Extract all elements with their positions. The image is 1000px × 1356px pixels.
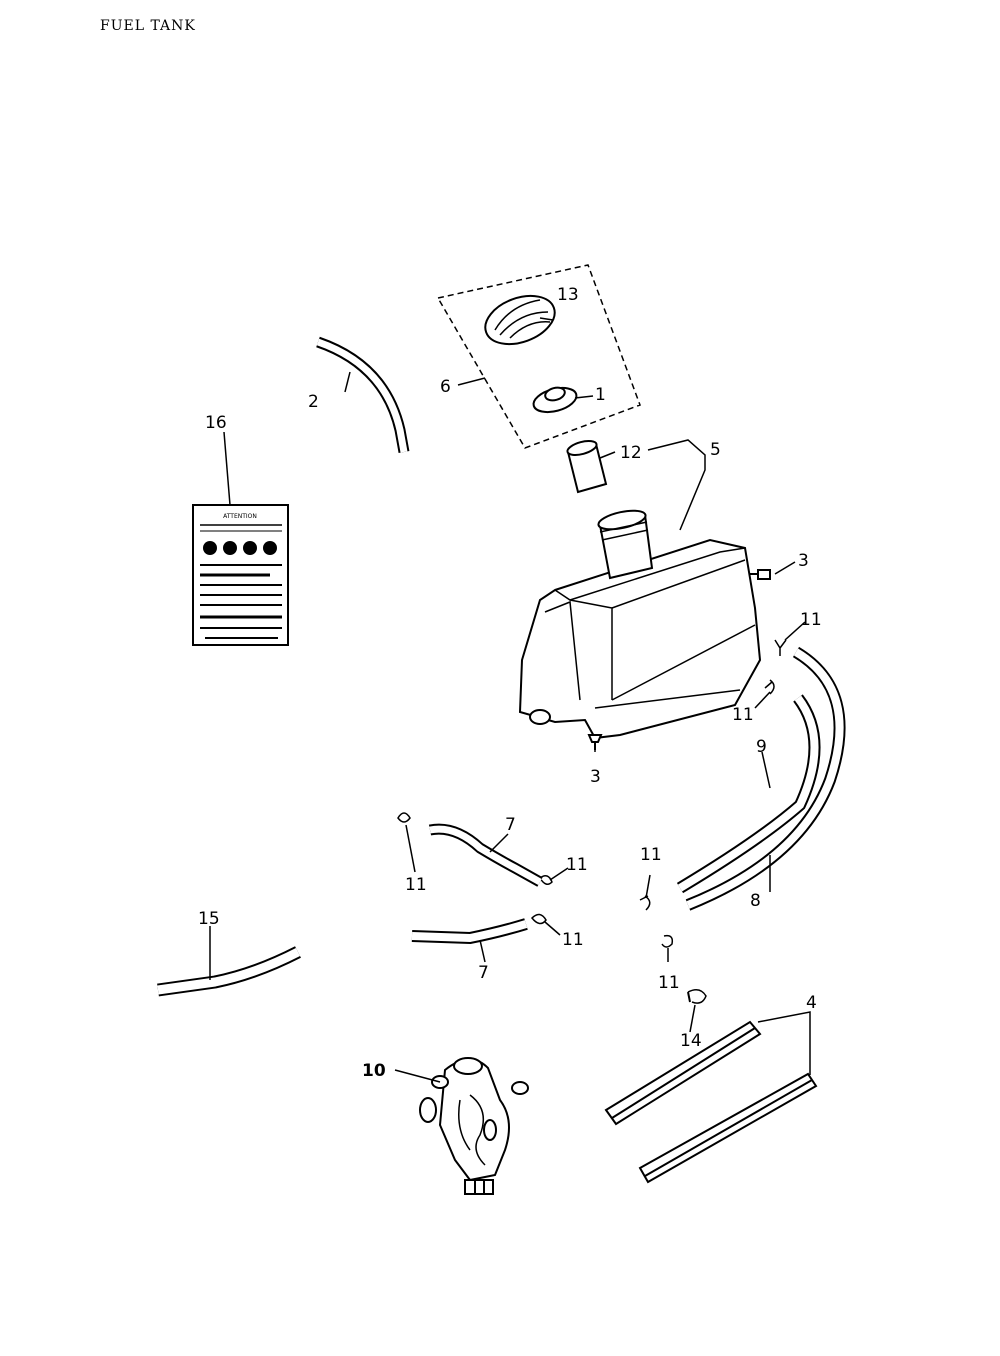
label-14: 14 — [680, 1031, 702, 1051]
label-11-g: 11 — [658, 973, 680, 993]
label-16: 16 — [205, 413, 227, 433]
label-3-upper: 3 — [798, 551, 809, 571]
part-16-warning-decal: ATTENTION — [192, 504, 289, 646]
part-11-clamp-f — [639, 895, 651, 911]
part-7-hose-upper — [428, 823, 543, 887]
label-12: 12 — [620, 443, 642, 463]
leader-lines — [209, 317, 811, 1083]
label-11-b: 11 — [732, 705, 754, 725]
label-11-e: 11 — [562, 930, 584, 950]
label-13: 13 — [557, 285, 579, 305]
part-11-clamp-e — [530, 913, 547, 925]
part-10-fuel-valve — [419, 1057, 529, 1195]
label-11-f: 11 — [640, 845, 662, 865]
label-8: 8 — [750, 891, 761, 911]
label-3-lower: 3 — [590, 767, 601, 787]
label-7-lower: 7 — [478, 963, 489, 983]
part-3-screw-upper — [750, 569, 771, 580]
part-4-pad-lower — [638, 1072, 818, 1184]
label-10: 10 — [362, 1061, 386, 1081]
label-1: 1 — [595, 385, 606, 405]
part-11-clamp-c — [397, 812, 411, 823]
reference-labels: 13 1 2 6 12 5 3 16 11 11 9 3 7 11 11 11 … — [198, 285, 822, 1081]
label-11-d: 11 — [566, 855, 588, 875]
part-12-filler-tube — [566, 440, 608, 494]
part-5-fuel-tank — [518, 509, 762, 740]
part-4-pad-upper — [604, 1020, 762, 1126]
part-6-cap-assembly — [436, 264, 641, 449]
part-1-fuel-cap — [532, 386, 578, 414]
label-4: 4 — [806, 993, 817, 1013]
part-7-hose-lower — [411, 918, 528, 945]
label-11-c: 11 — [405, 875, 427, 895]
label-9: 9 — [756, 737, 767, 757]
part-8-hose — [685, 646, 846, 911]
part-11-clamp-a — [774, 639, 787, 656]
label-5: 5 — [710, 440, 721, 460]
decal-text: ATTENTION — [223, 513, 257, 520]
label-6: 6 — [440, 377, 451, 397]
part-15-hose — [157, 946, 301, 997]
part-14-clip — [687, 989, 707, 1004]
part-11-clamp-g — [661, 934, 674, 948]
diagram-title: FUEL TANK — [100, 18, 196, 34]
part-11-clamp-b — [764, 679, 775, 695]
label-15: 15 — [198, 909, 220, 929]
part-3-screw-lower — [587, 734, 603, 750]
label-2: 2 — [308, 392, 319, 412]
part-11-clamp-d — [539, 875, 553, 885]
part-13-cap-cover — [484, 294, 556, 346]
part-9-hose — [676, 694, 821, 894]
label-11-a: 11 — [800, 610, 822, 630]
label-7-upper: 7 — [505, 815, 516, 835]
part-2-hose — [316, 336, 410, 453]
